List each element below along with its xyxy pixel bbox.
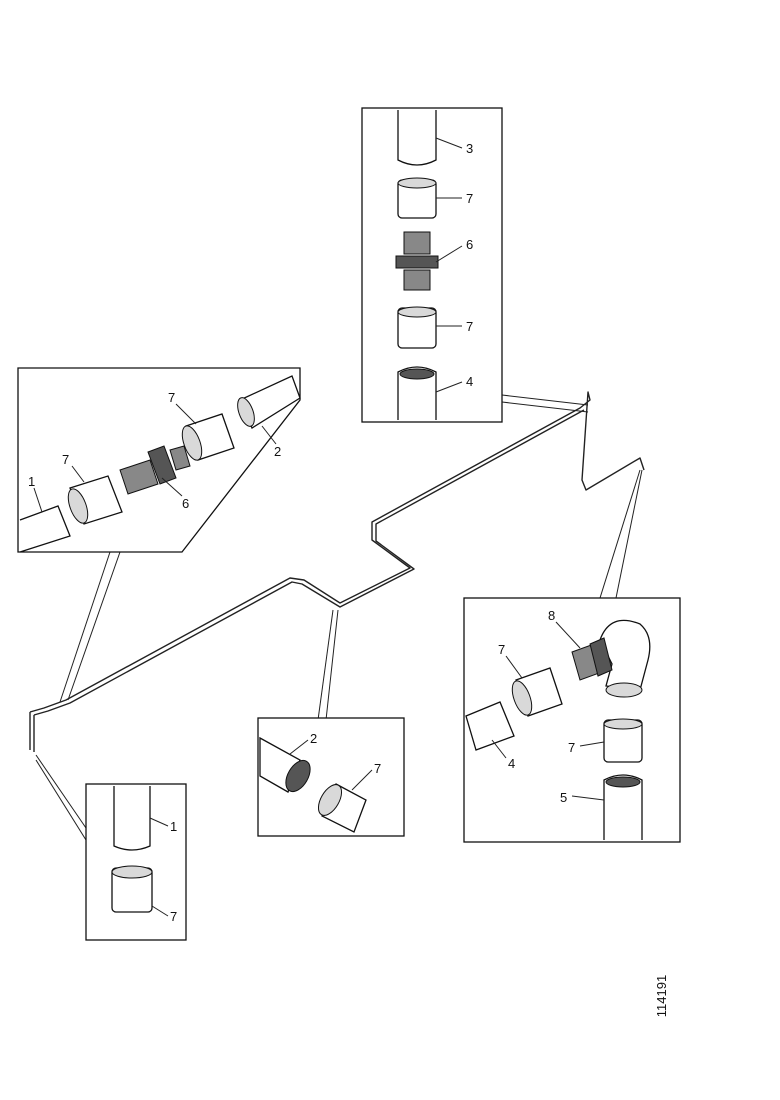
callout-4: 4: [508, 756, 515, 771]
tube-5: [603, 774, 643, 840]
callout-2: 2: [310, 731, 317, 746]
callout-6: 6: [182, 496, 189, 511]
callout-2: 2: [274, 444, 281, 459]
pipeline-run: [29, 391, 645, 750]
callout-1: 1: [170, 819, 177, 834]
drawing-reference-number: 114191: [654, 975, 669, 1017]
inset-right: 8 7 4 7 5: [463, 597, 681, 843]
callout-7: 7: [374, 761, 381, 776]
callout-8: 8: [548, 608, 555, 623]
elbow-8: [599, 619, 651, 691]
callout-6: 6: [466, 237, 473, 252]
callout-7: 7: [466, 191, 473, 206]
callout-7: 7: [170, 909, 177, 924]
callout-7: 7: [498, 642, 505, 657]
tube-4: [397, 366, 437, 420]
inset-left-upper: 1 7 6 7 2: [17, 367, 301, 553]
callout-7: 7: [466, 319, 473, 334]
tube-3: [397, 110, 437, 166]
leader-lines: [35, 394, 643, 841]
callout-7: 7: [62, 452, 69, 467]
callout-7: 7: [168, 390, 175, 405]
callout-3: 3: [466, 141, 473, 156]
tube-1: [113, 786, 151, 851]
inset-top-center: 3 7 6 7 4: [361, 107, 503, 423]
union-6: [403, 231, 431, 255]
union-6: [119, 459, 159, 495]
callout-1: 1: [28, 474, 35, 489]
callout-4: 4: [466, 374, 473, 389]
tube-4: [465, 701, 515, 751]
inset-bottom-center: 2 7: [257, 717, 405, 837]
callout-5: 5: [560, 790, 567, 805]
inset-bottom-left: 1 7: [85, 783, 187, 941]
tube-1: [19, 505, 71, 553]
callout-7: 7: [568, 740, 575, 755]
pipeline-run-inner: [33, 409, 585, 752]
